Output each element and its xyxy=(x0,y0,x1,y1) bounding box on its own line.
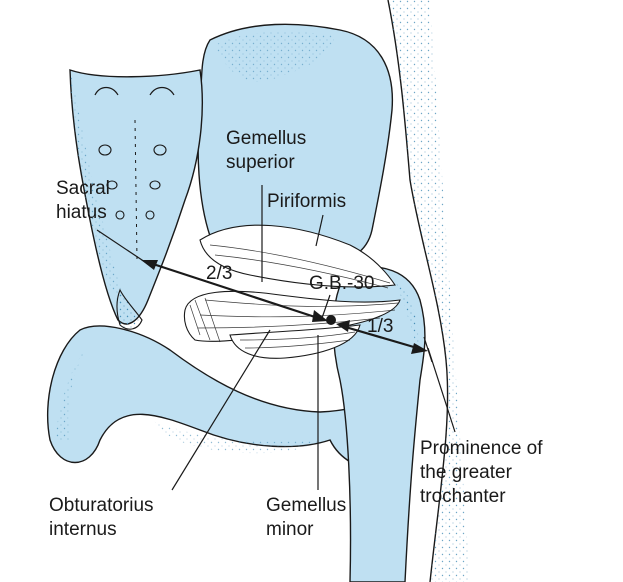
piriformis-muscle xyxy=(199,224,396,288)
coccyx xyxy=(116,288,143,330)
sacral-foramina xyxy=(98,144,167,220)
thigh-stipple xyxy=(388,0,470,582)
label-two-thirds: 2/3 xyxy=(206,263,233,284)
label-one-third: 1/3 xyxy=(367,316,394,337)
label-sacral-hiatus: Sacral hiatus xyxy=(56,178,110,223)
label-piriformis: Piriformis xyxy=(267,191,347,212)
gb30-point xyxy=(326,315,336,325)
label-prominence: Prominence of the greater trochanter xyxy=(420,438,543,507)
femur xyxy=(332,266,426,582)
label-gb30: G.B.-30 xyxy=(309,273,375,294)
label-gemellus-minor: Gemellus minor xyxy=(266,495,347,540)
thigh-outline xyxy=(387,0,449,582)
label-gemellus-superior: Gemellus superior xyxy=(226,128,307,173)
gemellus-inferior-muscle xyxy=(229,324,361,359)
measurement-arrow xyxy=(141,260,428,354)
ischium xyxy=(47,325,414,471)
label-obturatorius-internus: Obturatorius internus xyxy=(49,495,154,540)
leader-lines xyxy=(96,185,456,491)
